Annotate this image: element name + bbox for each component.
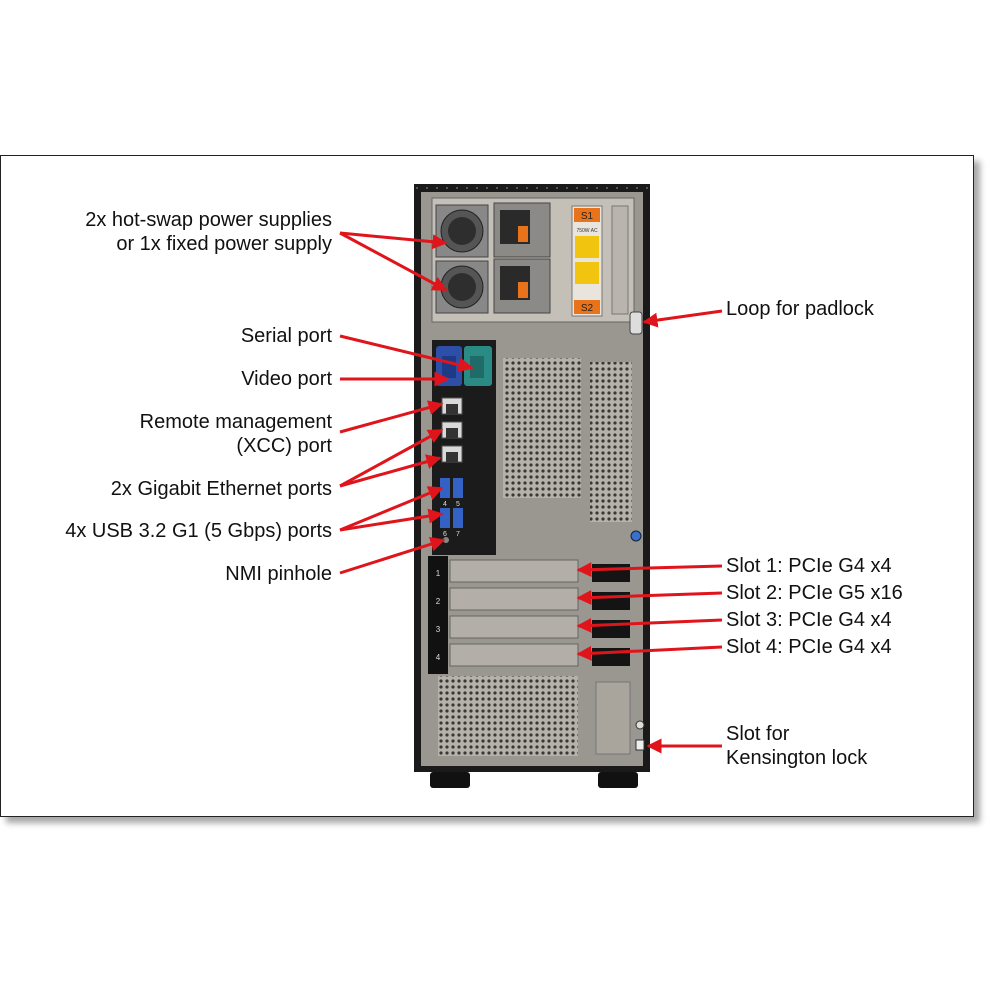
arrow-nmi bbox=[339, 536, 446, 575]
usb-number: 6 bbox=[443, 531, 447, 538]
label-kensington: Slot for Kensington lock bbox=[726, 722, 867, 770]
arrow-psu-1 bbox=[339, 231, 448, 250]
power-supply-label: S1 750W AC S2 bbox=[571, 205, 603, 317]
label-video-port: Video port bbox=[241, 368, 332, 390]
arrow-padlock bbox=[642, 309, 723, 328]
arrow-slot3 bbox=[576, 617, 723, 633]
label-power-supplies-line2: or 1x fixed power supply bbox=[116, 233, 332, 255]
label-usb: 4x USB 3.2 G1 (5 Gbps) ports bbox=[65, 520, 332, 542]
label-slot1: Slot 1: PCIe G4 x4 bbox=[726, 555, 892, 577]
label-remote-management-line1: Remote management bbox=[139, 411, 332, 433]
label-power-supplies: 2x hot-swap power supplies or 1x fixed p… bbox=[85, 208, 332, 256]
label-serial-port: Serial port bbox=[240, 325, 332, 347]
psu-rating-text: 750W AC bbox=[576, 228, 598, 234]
label-remote-management-line2: (XCC) port bbox=[236, 435, 332, 457]
usb-number: 4 bbox=[443, 501, 447, 508]
callout-arrows bbox=[339, 231, 723, 754]
vent-grille-side bbox=[590, 362, 632, 522]
label-slot3: Slot 3: PCIe G4 x4 bbox=[726, 609, 892, 631]
label-remote-management: Remote management (XCC) port bbox=[140, 410, 332, 458]
power-supply-bay: S1 750W AC S2 bbox=[431, 197, 635, 323]
usb-number: 7 bbox=[456, 531, 460, 538]
label-ethernet: 2x Gigabit Ethernet ports bbox=[110, 478, 332, 500]
kensington-slot bbox=[635, 739, 645, 751]
release-button bbox=[630, 530, 642, 542]
slot-number: 4 bbox=[436, 653, 441, 662]
arrow-slot2 bbox=[576, 590, 723, 606]
vent-grille-upper bbox=[503, 358, 581, 498]
pcie-slots: 1 2 3 4 bbox=[428, 556, 631, 755]
psu-s2-label: S2 bbox=[581, 303, 594, 314]
label-kensington-line1: Slot for bbox=[726, 723, 790, 745]
usb-number: 5 bbox=[456, 501, 460, 508]
io-module: 4 5 6 7 bbox=[432, 340, 496, 555]
arrow-ethernet-1 bbox=[339, 428, 444, 488]
pcie-slot-2: 2 bbox=[436, 587, 630, 611]
arrow-xcc bbox=[339, 400, 444, 434]
slot-number: 2 bbox=[436, 597, 441, 606]
label-padlock: Loop for padlock bbox=[726, 298, 874, 320]
power-supply-1 bbox=[435, 202, 551, 258]
arrow-slot1 bbox=[576, 562, 723, 578]
label-power-supplies-line1: 2x hot-swap power supplies bbox=[85, 209, 332, 231]
arrow-ethernet-2 bbox=[339, 454, 442, 488]
vent-grille-lower bbox=[438, 676, 578, 756]
label-kensington-line2: Kensington lock bbox=[726, 747, 868, 769]
usb-ports: 4 5 6 7 bbox=[440, 478, 463, 538]
arrow-usb-2 bbox=[339, 508, 444, 532]
slot-number: 1 bbox=[436, 569, 441, 578]
label-nmi: NMI pinhole bbox=[225, 563, 332, 585]
arrow-usb-1 bbox=[339, 486, 444, 532]
arrow-psu-2 bbox=[339, 231, 448, 292]
slot-number: 3 bbox=[436, 625, 441, 634]
label-slot4: Slot 4: PCIe G4 x4 bbox=[726, 636, 892, 658]
padlock-loop bbox=[629, 311, 643, 335]
arrow-serial bbox=[339, 334, 474, 373]
arrow-slot4 bbox=[576, 645, 723, 661]
psu-s1-label: S1 bbox=[581, 211, 594, 222]
label-slot2: Slot 2: PCIe G5 x16 bbox=[726, 582, 903, 604]
